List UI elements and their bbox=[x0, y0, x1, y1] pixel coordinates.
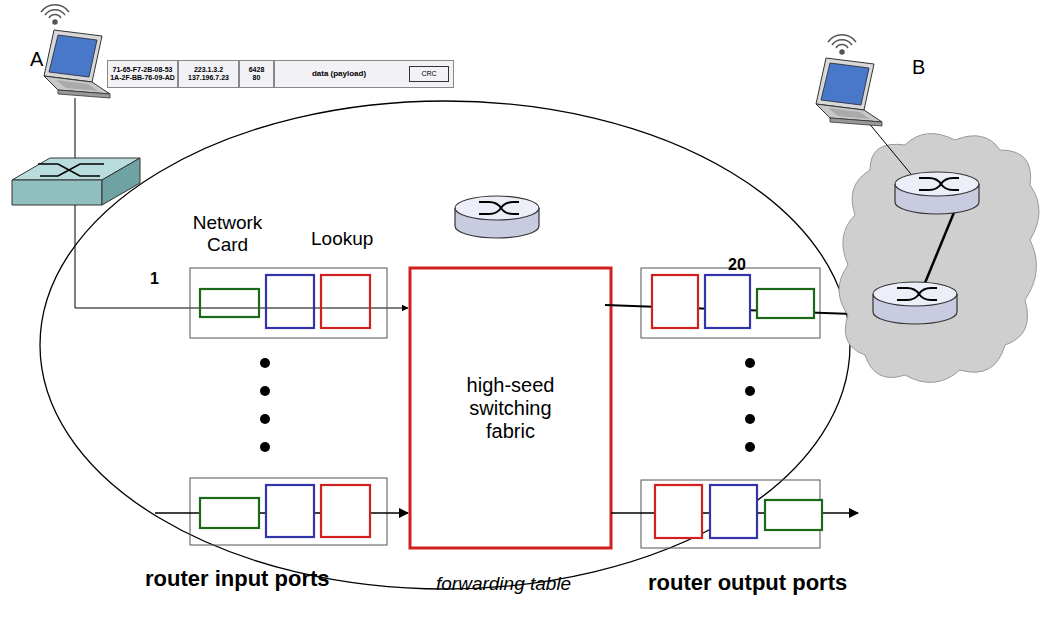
box-text: 6428 bbox=[249, 66, 265, 74]
port-part-label: Lookup bbox=[311, 228, 373, 250]
port-number: 20 bbox=[728, 256, 746, 274]
section-label: router input ports bbox=[145, 566, 330, 591]
port-number: 1 bbox=[150, 270, 159, 288]
switching-fabric-box: high-seed switching fabric bbox=[410, 268, 611, 548]
port-part-label: Network Card bbox=[180, 212, 275, 256]
box-text: 71-65-F7-2B-08-53 bbox=[113, 66, 173, 74]
ip-address-cell: 223.1.3.2137.196.7.23 bbox=[178, 60, 239, 88]
ethernet-switch bbox=[12, 158, 140, 205]
section-label: router output ports bbox=[648, 570, 847, 595]
crc-box: CRC bbox=[409, 66, 449, 82]
fabric-outline bbox=[410, 268, 611, 548]
router-boundary bbox=[40, 101, 850, 589]
mac-address-cell: 71-65-F7-2B-08-531A-2F-BB-76-09-AD bbox=[107, 60, 178, 88]
section-label: forwarding table bbox=[436, 573, 571, 595]
box-text: 80 bbox=[253, 74, 261, 82]
box-text: data (payload) bbox=[312, 69, 366, 78]
host-label: A bbox=[30, 48, 43, 71]
box-text: 1A-2F-BB-76-09-AD bbox=[110, 74, 175, 82]
box-text: CRC bbox=[421, 70, 436, 78]
box-text: high-seed switching fabric bbox=[446, 374, 576, 443]
payload-cell: data (payload) CRC bbox=[274, 60, 454, 88]
host-label: B bbox=[912, 56, 925, 79]
port-number-cell: 642880 bbox=[239, 60, 274, 88]
network-cloud bbox=[839, 134, 1039, 383]
box-text: 223.1.3.2 bbox=[194, 66, 223, 74]
box-text: 137.196.7.23 bbox=[188, 74, 229, 82]
